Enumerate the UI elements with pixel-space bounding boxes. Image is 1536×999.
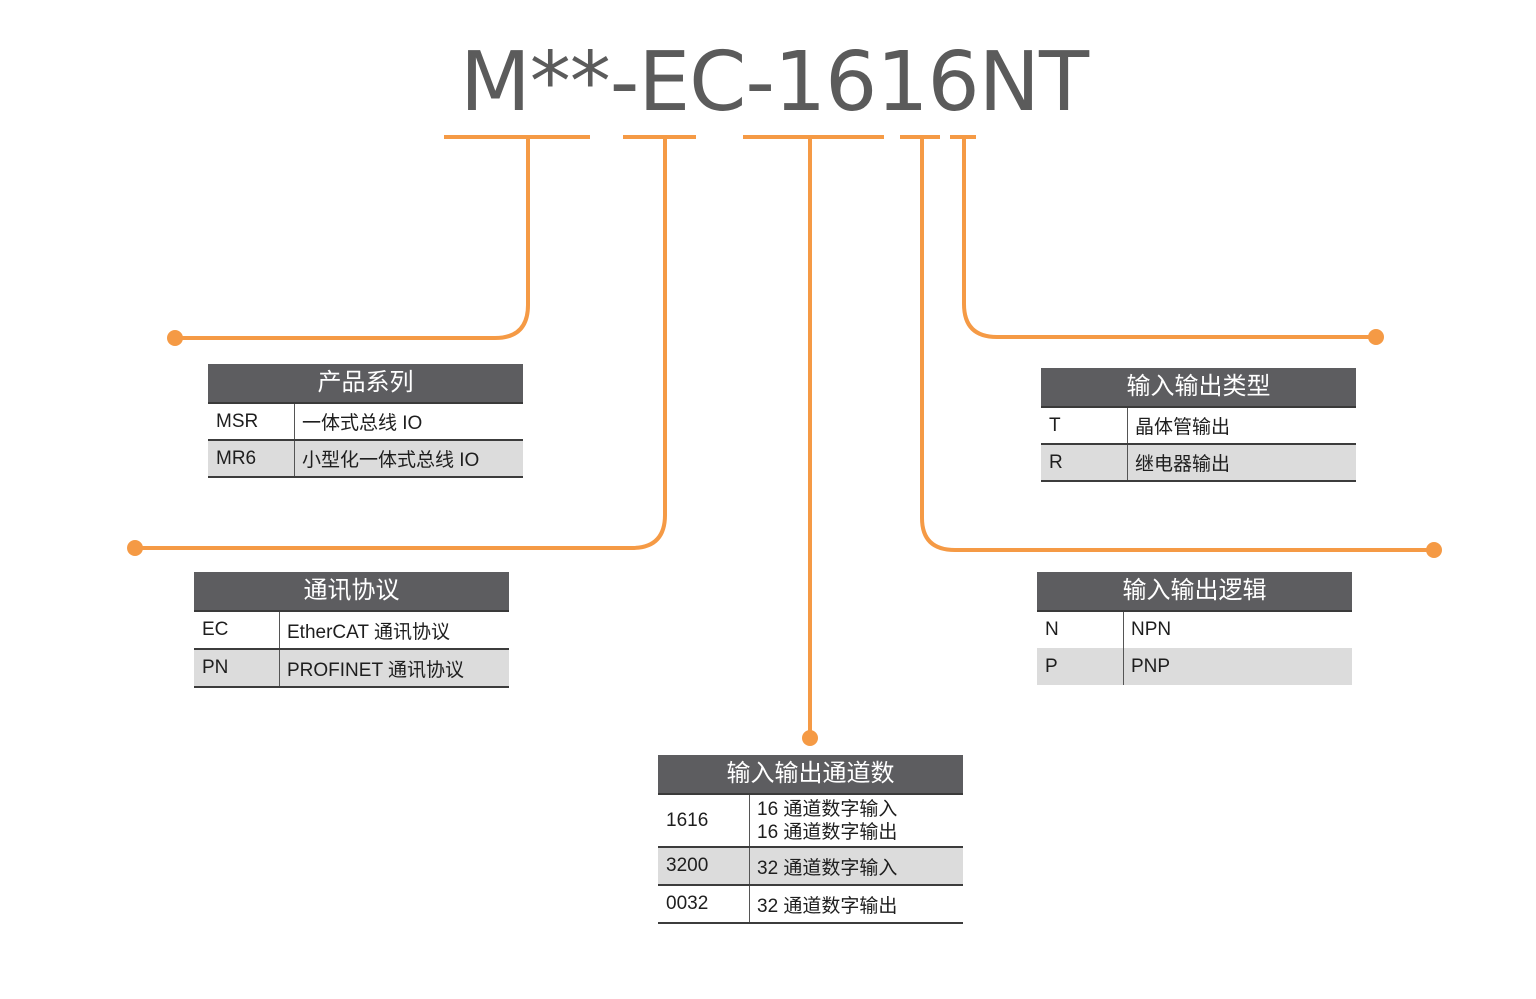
code-cell: MR6 (208, 441, 295, 476)
connector-series (175, 137, 530, 340)
code-cell: P (1037, 648, 1124, 685)
desc-cell: PROFINET 通讯协议 (287, 659, 464, 681)
code-cell: EC (194, 612, 280, 648)
connector-protocol (135, 137, 667, 550)
io-type-table: 输入输出类型 T 晶体管输出 R 继电器输出 (1041, 368, 1356, 482)
desc-cell: 32 通道数字输出 (757, 895, 898, 917)
protocol-table-header: 通讯协议 (194, 572, 509, 612)
table-row: EC EtherCAT 通讯协议 (194, 612, 509, 650)
table-row: MSR 一体式总线 IO (208, 404, 523, 441)
series-table: 产品系列 MSR 一体式总线 IO MR6 小型化一体式总线 IO (208, 364, 523, 478)
desc-cell: 继电器输出 (1135, 454, 1231, 475)
desc-cell: 16 通道数字输入 16 通道数字输出 (750, 795, 963, 846)
connector-type (962, 137, 1376, 339)
desc-cell: 小型化一体式总线 IO (302, 450, 480, 471)
desc-cell: 晶体管输出 (1135, 417, 1231, 438)
dot-series (167, 330, 183, 346)
dot-protocol (127, 540, 143, 556)
table-row: MR6 小型化一体式总线 IO (208, 441, 523, 478)
table-row: N NPN (1037, 612, 1352, 648)
code-cell: MSR (208, 404, 295, 439)
protocol-table: 通讯协议 EC EtherCAT 通讯协议 PN PROFINET 通讯协议 (194, 572, 509, 688)
code-cell: N (1037, 612, 1124, 648)
table-row: P PNP (1037, 648, 1352, 685)
dot-logic (1426, 542, 1442, 558)
desc-cell: 32 通道数字输入 (757, 857, 898, 879)
desc-line: 16 通道数字输出 (757, 821, 898, 843)
table-row: T 晶体管输出 (1041, 408, 1356, 445)
channels-table-header: 输入输出通道数 (658, 755, 963, 795)
desc-cell: EtherCAT 通讯协议 (287, 621, 450, 643)
io-logic-table: 输入输出逻辑 N NPN P PNP (1037, 572, 1352, 685)
dot-type (1368, 329, 1384, 345)
channels-table: 输入输出通道数 1616 16 通道数字输入 16 通道数字输出 3200 32… (658, 755, 963, 924)
io-logic-table-header: 输入输出逻辑 (1037, 572, 1352, 612)
code-cell: 3200 (658, 848, 750, 884)
table-row: R 继电器输出 (1041, 445, 1356, 482)
desc-cell: NPN (1131, 619, 1172, 640)
desc-line: 16 通道数字输入 (757, 798, 898, 820)
dot-channels (802, 730, 818, 746)
connector-logic (920, 137, 1434, 552)
code-cell: R (1041, 445, 1128, 480)
code-cell: 0032 (658, 886, 750, 922)
code-cell: PN (194, 650, 280, 686)
table-row: 0032 32 通道数字输出 (658, 886, 963, 924)
desc-cell: PNP (1131, 655, 1171, 677)
table-row: 1616 16 通道数字输入 16 通道数字输出 (658, 795, 963, 848)
desc-cell: 一体式总线 IO (302, 413, 423, 434)
io-type-table-header: 输入输出类型 (1041, 368, 1356, 408)
code-cell: 1616 (658, 795, 750, 846)
model-code-title: M**-EC-1616NT (460, 35, 1089, 130)
series-table-header: 产品系列 (208, 364, 523, 404)
code-cell: T (1041, 408, 1128, 443)
table-row: PN PROFINET 通讯协议 (194, 650, 509, 688)
table-row: 3200 32 通道数字输入 (658, 848, 963, 886)
